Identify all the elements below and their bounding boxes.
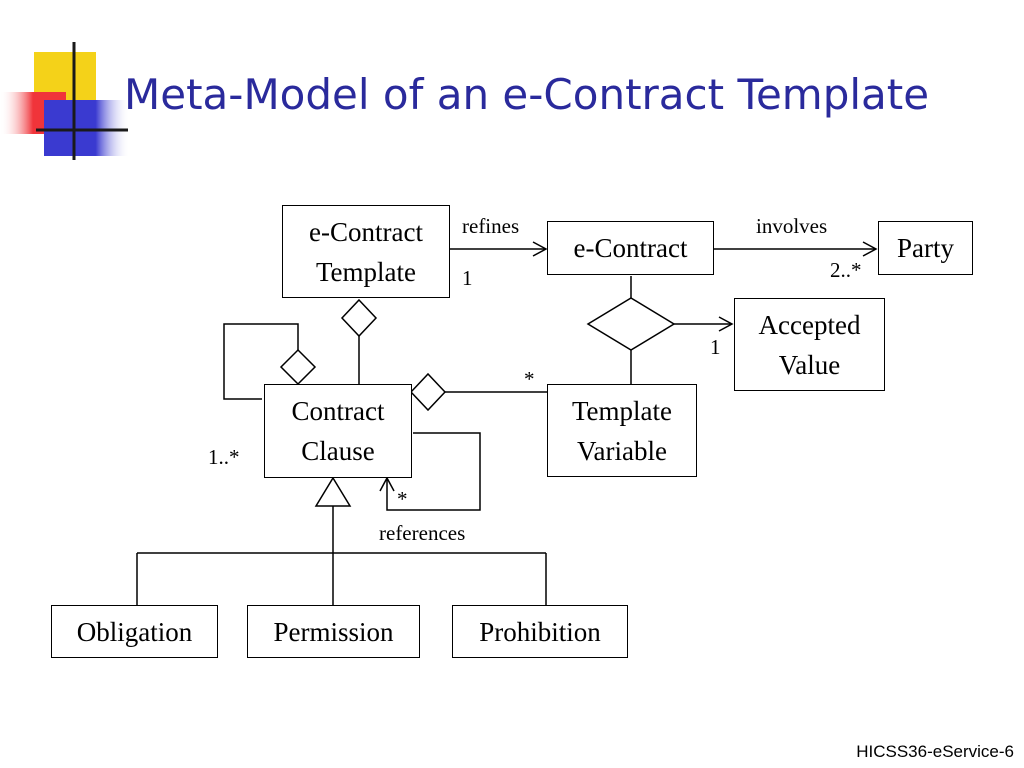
template-variable-line2: Variable	[577, 435, 667, 466]
permission-box: Permission	[247, 605, 420, 658]
party-line1: Party	[897, 233, 954, 263]
clause-variable-multiplicity: *	[524, 367, 535, 391]
involves-multiplicity: 2..*	[830, 258, 862, 282]
template-variable-line1: Template	[571, 395, 673, 426]
refines-arrowhead	[532, 241, 548, 257]
accepted-value-box: Accepted Value	[734, 298, 885, 391]
prohibition-line1: Prohibition	[479, 616, 601, 647]
obligation-box: Obligation	[51, 605, 218, 658]
contract-clause-box: Contract Clause	[264, 384, 412, 478]
slide-logo	[0, 42, 130, 160]
slide-title: Meta-Model of an e-Contract Template	[124, 70, 930, 119]
involves-label: involves	[756, 214, 828, 238]
contract-clause-line2: Clause	[301, 436, 375, 466]
accepted-value-arrowhead	[718, 316, 734, 332]
party-box: Party	[878, 221, 973, 275]
e-contract-line1: e-Contract	[573, 233, 688, 263]
clause-variable-diamond	[409, 372, 447, 412]
obligation-line1: Obligation	[76, 616, 193, 647]
accepted-value-line1: Accepted	[758, 309, 861, 340]
references-arrowhead	[379, 476, 395, 492]
refines-label: refines	[462, 214, 520, 238]
e-contract-box: e-Contract	[547, 221, 714, 275]
e-contract-template-line2: Template	[315, 256, 417, 287]
references-label: references	[379, 521, 466, 545]
template-aggregation-diamond	[340, 298, 378, 338]
refines-multiplicity: 1	[462, 266, 473, 290]
references-loop	[386, 432, 481, 511]
slide-footer: HICSS36-eService-6	[856, 742, 1014, 761]
clause-self-loop	[223, 323, 299, 400]
accepted-value-multiplicity: 1	[710, 335, 721, 359]
accepted-value-line2: Value	[778, 349, 841, 380]
e-contract-template-line1: e-Contract	[309, 216, 423, 247]
involves-arrowhead	[862, 241, 878, 257]
references-multiplicity: *	[397, 487, 408, 511]
clause-self-multiplicity: 1..*	[208, 445, 240, 469]
e-contract-template-box: e-Contract Template	[282, 205, 450, 298]
template-variable-box: Template Variable	[547, 384, 697, 477]
econtract-aggregation-diamond	[586, 297, 676, 351]
clause-self-diamond	[279, 348, 317, 386]
contract-clause-line1: Contract	[291, 396, 385, 426]
generalization-triangle	[314, 476, 352, 507]
prohibition-box: Prohibition	[452, 605, 628, 658]
permission-line1: Permission	[273, 616, 394, 647]
